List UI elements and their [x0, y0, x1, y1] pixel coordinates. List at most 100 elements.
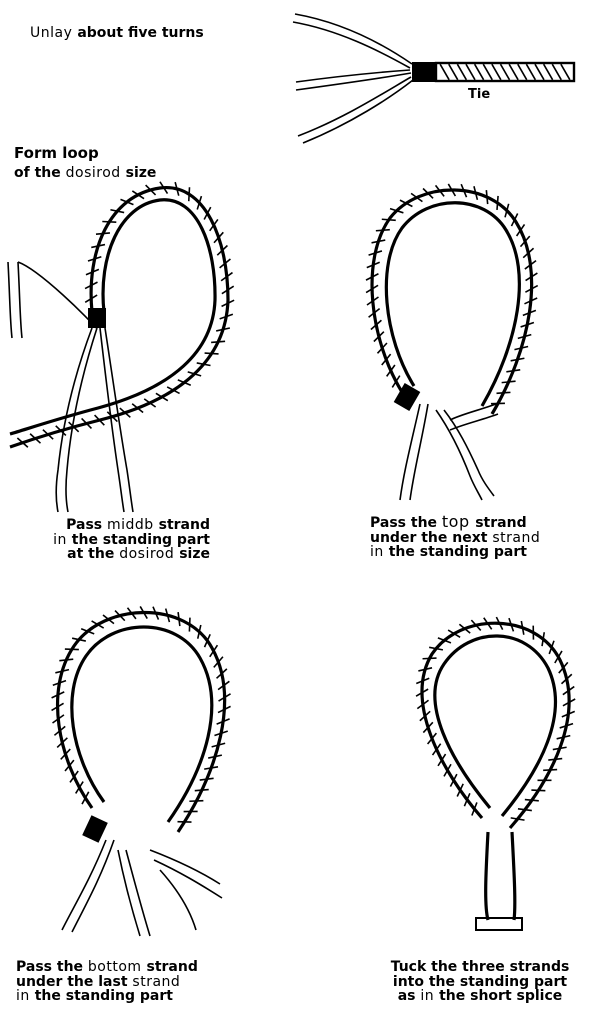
- rope-twist-mark: [466, 64, 475, 80]
- rope-twist-mark: [440, 64, 449, 80]
- step3-caption: Pass middb strand in the standing part a…: [10, 518, 210, 562]
- step6-line1: Tuck the three strands: [358, 960, 602, 975]
- step5-line1-c: strand: [147, 959, 198, 975]
- step6-line3-b: in: [420, 988, 439, 1004]
- rope-twist-mark: [486, 190, 487, 204]
- rope-twist-mark: [102, 222, 116, 223]
- rope-twist-mark: [475, 64, 484, 80]
- step3-line3: at the dosirod size: [10, 547, 210, 562]
- step4-caption: Pass the top strand under the next stran…: [370, 514, 540, 560]
- tie-band: [412, 62, 436, 82]
- rope-twist-mark: [535, 64, 544, 80]
- step2-caption-line2-c: size: [126, 165, 157, 181]
- rope-twist-mark: [501, 64, 510, 80]
- step3-line2-b: the standing part: [72, 532, 210, 548]
- step5-caption: Pass the bottom strand under the last st…: [16, 960, 198, 1004]
- step6-line1-a: Tuck the three strands: [391, 959, 570, 975]
- step5-line1: Pass the bottom strand: [16, 960, 198, 975]
- rope-twist-mark: [205, 353, 219, 354]
- step6-rope-illustration: [422, 623, 569, 930]
- rope-twist-mark: [544, 64, 553, 80]
- step3-line1: Pass middb strand: [10, 518, 210, 533]
- rope-twist-mark: [542, 632, 544, 646]
- step3-rope-illustration: [8, 188, 228, 512]
- rope-twist-mark: [525, 800, 539, 801]
- step5-line1-b: bottom: [88, 959, 147, 975]
- rope-twist-mark: [211, 341, 225, 342]
- rope-twist-mark: [548, 759, 562, 760]
- step1-caption-b: about five turns: [77, 25, 203, 41]
- step3-line1-c: strand: [159, 517, 210, 533]
- rope-twist-mark: [518, 809, 532, 811]
- tie-band: [88, 308, 106, 328]
- rope-twist-mark: [492, 64, 501, 80]
- step3-line3-b: dosirod: [119, 546, 179, 562]
- rope-twist-mark: [531, 790, 545, 791]
- step4-line3-b: the standing part: [389, 544, 527, 560]
- step1-caption: Unlay about five turns: [30, 26, 204, 41]
- step4-rope-illustration: [372, 190, 532, 500]
- rope-twist-mark: [483, 64, 492, 80]
- step2-caption-line2-a: of the: [14, 165, 66, 181]
- step5-line2-a: under the last: [16, 974, 132, 990]
- rope-twist-mark: [189, 618, 190, 632]
- rope-twist-mark: [502, 381, 516, 382]
- rope-twist-mark: [178, 612, 180, 626]
- step6-line3: as in the short splice: [358, 989, 602, 1004]
- rope-twist-mark: [497, 196, 498, 210]
- step4-line1-c: strand: [475, 515, 526, 531]
- step3-line2-a: in: [53, 532, 72, 548]
- rope-twist-mark: [59, 659, 73, 660]
- rope-twist-mark: [200, 778, 214, 780]
- rope-twist-mark: [553, 747, 567, 749]
- rope-twist-mark: [189, 801, 203, 802]
- step3-line2: in the standing part: [10, 533, 210, 548]
- step5-rope-illustration: [58, 613, 225, 937]
- rope-twist-mark: [518, 64, 527, 80]
- rope-twist-mark: [376, 230, 390, 231]
- rope-twist-mark: [509, 64, 518, 80]
- step4-line3-a: in: [370, 544, 389, 560]
- step2-caption-line1: Form loop: [14, 146, 99, 162]
- rope-twist-mark: [552, 64, 561, 80]
- step6-line2: into the standing part: [358, 975, 602, 990]
- rope-twist-mark: [526, 64, 535, 80]
- step5-line1-a: Pass the: [16, 959, 88, 975]
- step5-line3: in the standing part: [16, 989, 198, 1004]
- step5-line2: under the last strand: [16, 975, 198, 990]
- step4-line2-a: under the next: [370, 530, 492, 546]
- step4-line1: Pass the top strand: [370, 514, 540, 531]
- step4-line3: in the standing part: [370, 545, 540, 560]
- rope-twist-mark: [457, 64, 466, 80]
- rope-twist-mark: [506, 370, 520, 372]
- step6-caption: Tuck the three strands into the standing…: [358, 960, 602, 1004]
- rope-twist-mark: [511, 818, 525, 820]
- rope-twist-marks: [416, 617, 575, 820]
- rope-twist-mark: [561, 64, 570, 80]
- rope-twist-mark: [195, 790, 209, 791]
- step5-line2-b: strand: [132, 974, 180, 990]
- rope-twist-mark: [96, 233, 110, 234]
- step6-line3-a: as: [398, 988, 421, 1004]
- step3-line1-b: middb: [107, 517, 159, 533]
- rope-twist-mark: [543, 770, 557, 771]
- step4-line1-a: Pass the: [370, 515, 442, 531]
- rope-twist-mark: [204, 767, 218, 769]
- step3-line3-a: at the: [67, 546, 119, 562]
- rope-twist-mark: [189, 187, 190, 201]
- step3-line3-c: size: [179, 546, 210, 562]
- step4-line2: under the next strand: [370, 531, 540, 546]
- rope-twist-marks: [52, 606, 231, 822]
- step1-rope-illustration: [293, 14, 574, 143]
- step5-line3-b: the standing part: [35, 988, 173, 1004]
- rope-twist-marks: [440, 64, 570, 80]
- step1-caption-a: Unlay: [30, 25, 77, 41]
- step5-line3-a: in: [16, 988, 35, 1004]
- step6-line2-a: into the standing part: [393, 974, 567, 990]
- rope-twist-mark: [423, 658, 437, 659]
- step2-caption-line1-a: Form loop: [14, 144, 99, 162]
- tie-band: [82, 815, 108, 843]
- step3-line1-a: Pass: [66, 517, 107, 533]
- tie-label: Tie: [468, 88, 490, 102]
- step2-caption-line2: of the dosirod size: [14, 166, 156, 181]
